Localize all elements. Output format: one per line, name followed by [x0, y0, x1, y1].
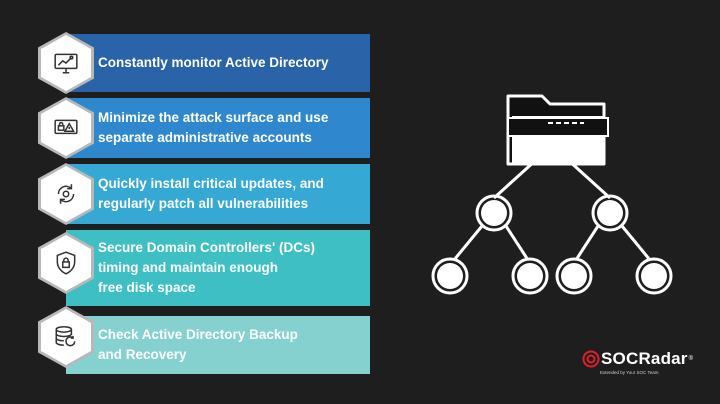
brand-tagline: Extended by Your SOC Team: [600, 370, 659, 375]
step-bar: Quickly install critical updates, and re…: [66, 164, 370, 224]
tree-node: [591, 194, 629, 232]
step-text-line: Quickly install critical updates, and: [98, 176, 324, 191]
step-icon-badge: [38, 97, 94, 159]
tree-node: [475, 194, 513, 232]
step-text-line: timing and maintain enough: [98, 260, 278, 275]
step-5: Check Active Directory Backup and Recove…: [0, 306, 720, 374]
tree-node-fill: [481, 200, 507, 226]
tree-node-fill: [517, 263, 543, 289]
step-bar: Constantly monitor Active Directory: [66, 34, 370, 92]
step-bar: Minimize the attack surface and use sepa…: [66, 98, 370, 158]
tree-node-fill: [437, 263, 463, 289]
step-text-line: Secure Domain Controllers' (DCs): [98, 240, 316, 255]
step-bar: Check Active Directory Backup and Recove…: [66, 316, 370, 374]
registered-mark: ®: [688, 356, 694, 362]
step-4: Secure Domain Controllers' (DCs) timing …: [0, 230, 720, 306]
step-text-line: Check Active Directory Backup: [98, 327, 298, 342]
step-bar: Secure Domain Controllers' (DCs) timing …: [66, 230, 370, 306]
step-text: Constantly monitor Active Directory: [98, 55, 329, 70]
step-icon-badge: [38, 32, 94, 94]
step-2: Minimize the attack surface and use sepa…: [0, 97, 720, 160]
folder-hierarchy-icon: [431, 94, 673, 295]
tree-connectors: [452, 158, 652, 261]
tree-node-fill: [641, 263, 667, 289]
step-text-line: and Recovery: [98, 347, 187, 362]
tree-node-fill: [561, 263, 587, 289]
step-text-line: regularly patch all vulnerabilities: [98, 196, 309, 211]
update-cycle-icon: [57, 184, 75, 204]
database-backup-icon: [55, 325, 76, 347]
step-icon-badge: [38, 306, 94, 368]
shield-lock-icon: [56, 251, 76, 275]
step-text-line: Minimize the attack surface and use: [98, 110, 329, 125]
step-text-line: separate administrative accounts: [98, 130, 312, 145]
folder-shape: [506, 94, 609, 166]
tree-node: [635, 257, 673, 295]
monitor-chart-icon: [54, 53, 78, 74]
tree-node: [511, 257, 549, 295]
tree-node-fill: [597, 200, 623, 226]
tree-node: [431, 257, 469, 295]
step-1: Constantly monitor Active Directory: [0, 32, 720, 96]
socradar-logo: SOCRadar® Extended by Your SOC Team: [582, 349, 694, 375]
secure-screen-icon: [54, 119, 78, 135]
step-3: Quickly install critical updates, and re…: [0, 163, 720, 226]
brand-name: SOCRadar: [601, 349, 688, 368]
tree-node: [555, 257, 593, 295]
radar-target-icon: [582, 350, 600, 368]
step-text-line: free disk space: [98, 280, 196, 295]
